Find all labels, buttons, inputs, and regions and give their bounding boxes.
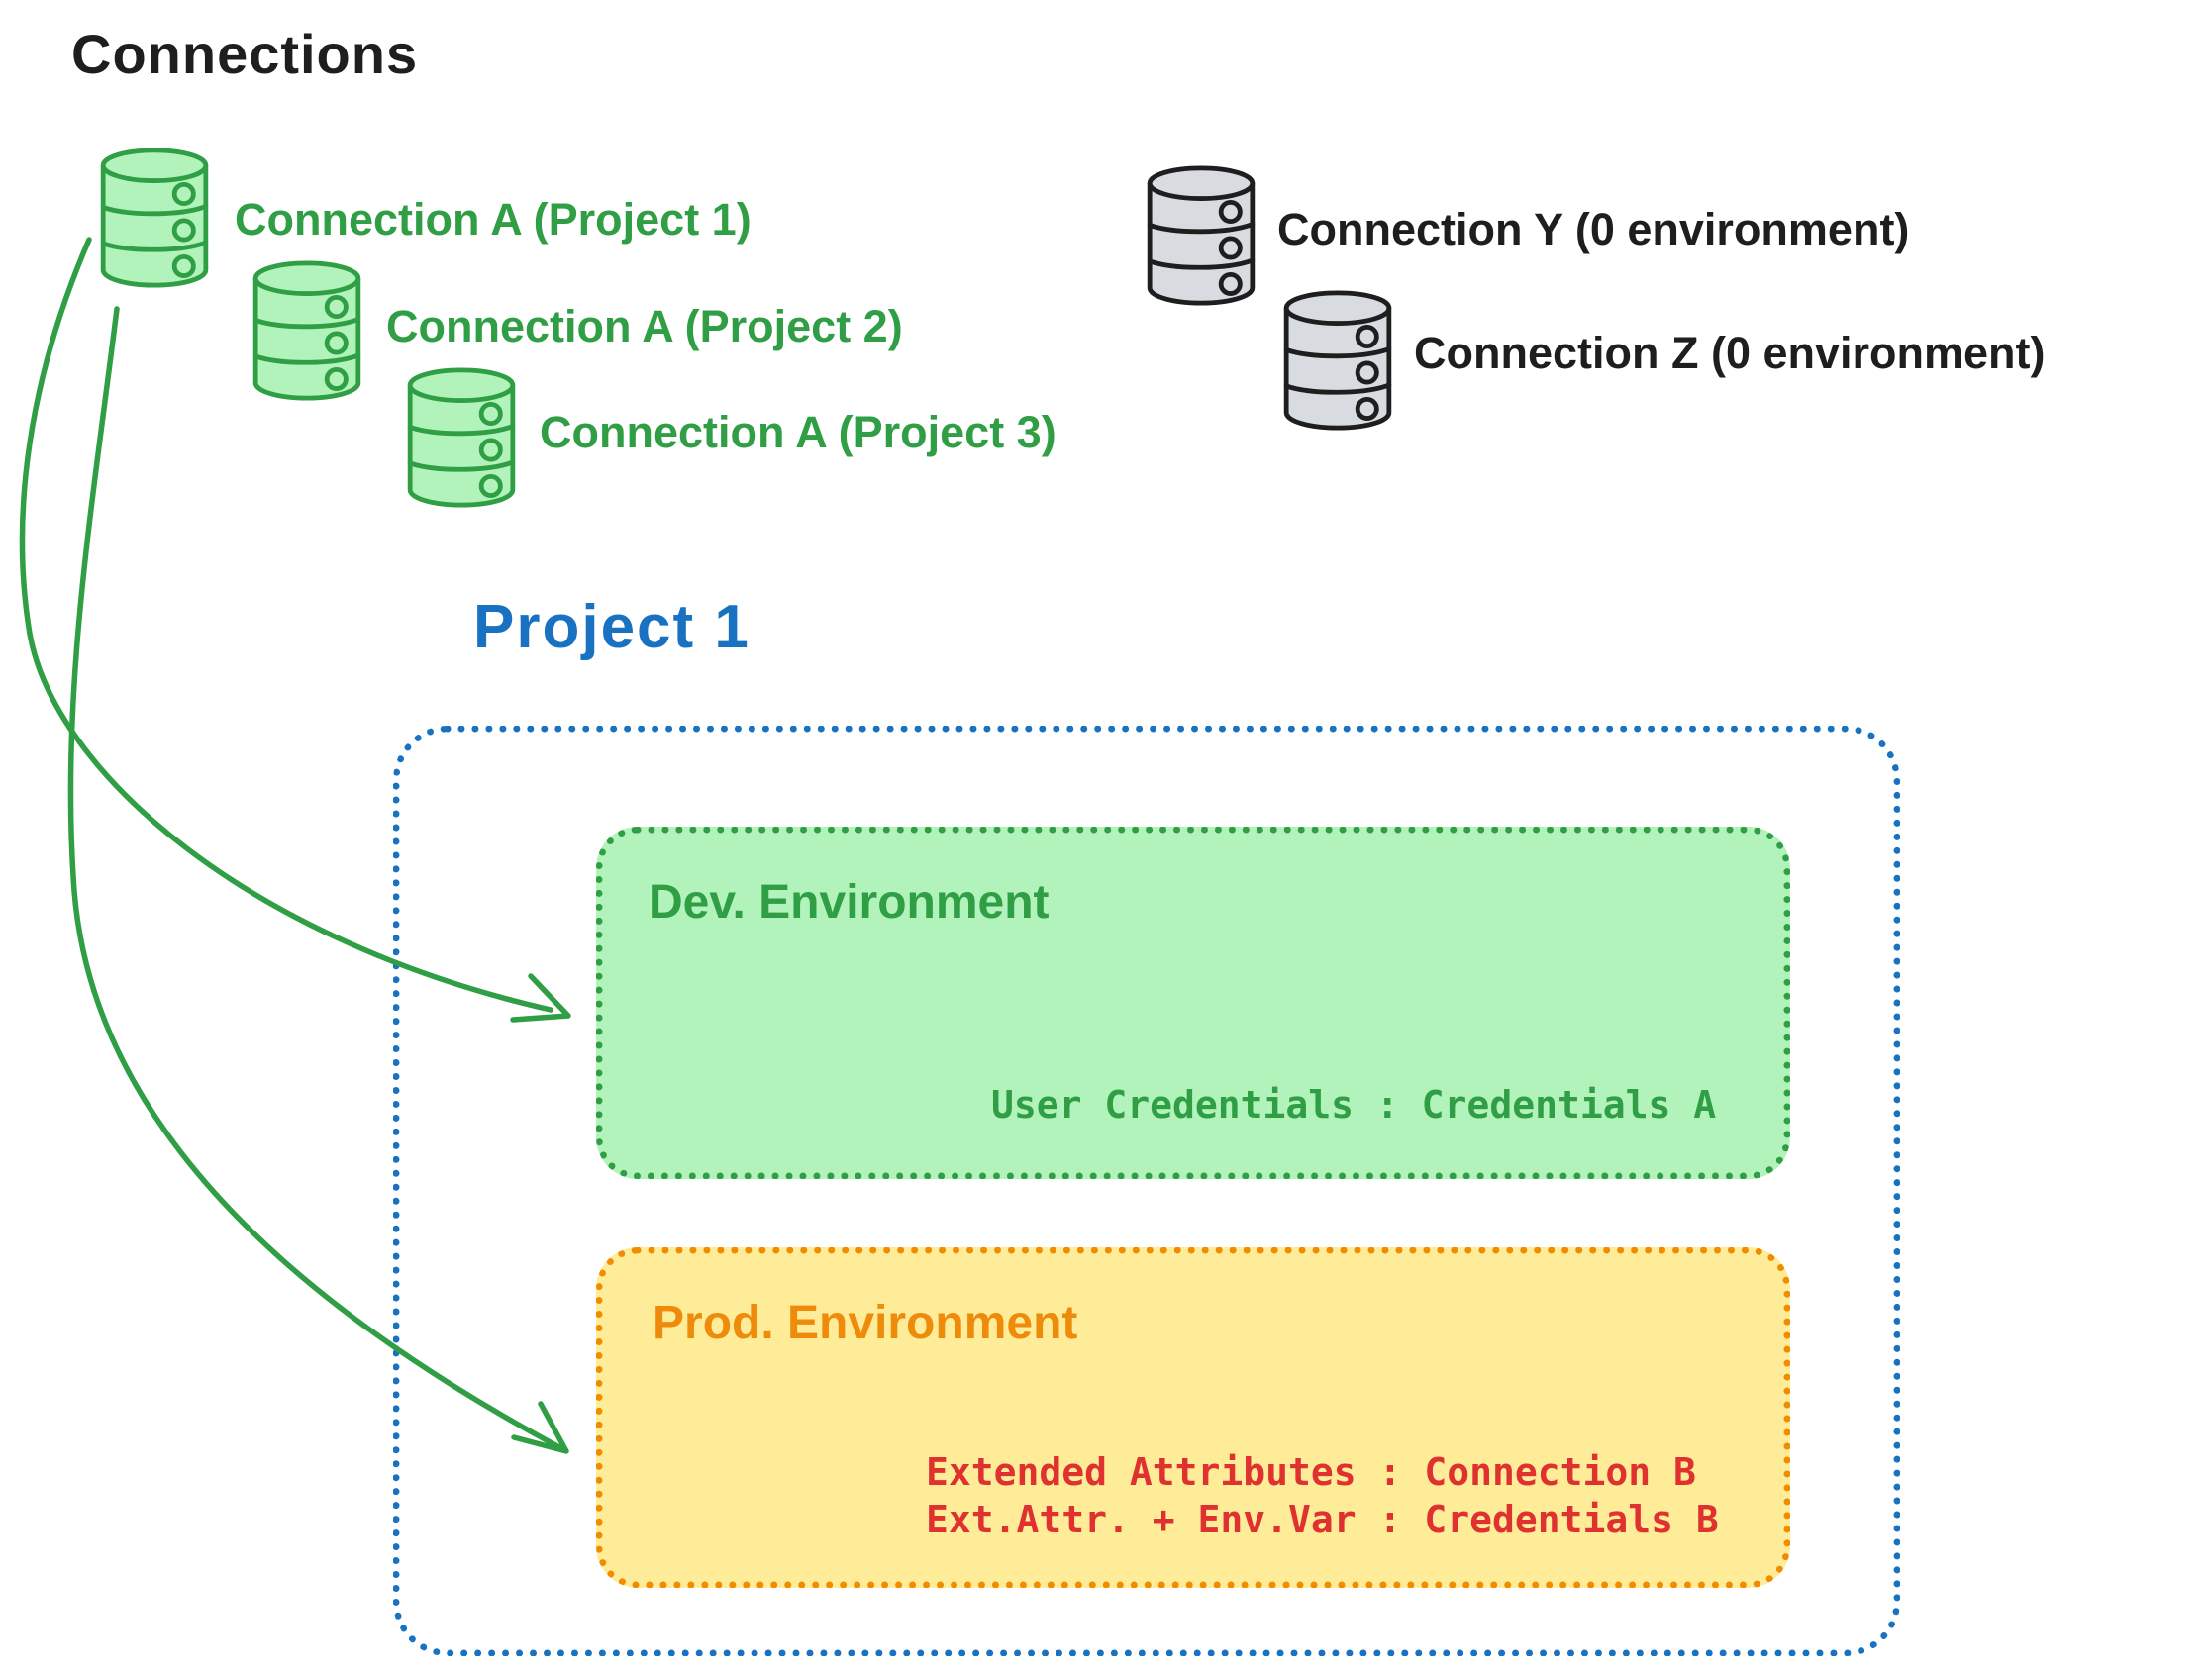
database-icon	[97, 147, 212, 289]
dev-credentials-text: User Credentials : Credentials A	[991, 1083, 1717, 1127]
project-title: Project 1	[473, 593, 751, 661]
prod-credentials-text: Extended Attributes : Connection B Ext.A…	[926, 1448, 1719, 1543]
prod-environment-title: Prod. Environment	[653, 1297, 1078, 1349]
connection-label: Connection A (Project 3)	[540, 407, 1056, 457]
database-icon	[404, 366, 519, 509]
connection-label: Connection Y (0 environment)	[1277, 204, 1910, 254]
connection-label: Connection A (Project 2)	[386, 301, 903, 351]
database-icon	[1280, 289, 1395, 432]
database-icon	[250, 259, 364, 402]
database-icon	[1144, 164, 1258, 307]
connection-label: Connection A (Project 1)	[235, 194, 752, 245]
dev-environment-box: Dev. Environment User Credentials : Cred…	[596, 827, 1790, 1179]
prod-environment-box: Prod. Environment Extended Attributes : …	[596, 1247, 1790, 1588]
connection-label: Connection Z (0 environment)	[1414, 328, 2046, 378]
project-box: Dev. Environment User Credentials : Cred…	[393, 726, 1900, 1656]
dev-environment-title: Dev. Environment	[649, 876, 1050, 929]
prod-credentials-line: Extended Attributes : Connection B	[926, 1450, 1696, 1494]
canvas-title: Connections	[71, 23, 419, 85]
prod-credentials-line: Ext.Attr. + Env.Var : Credentials B	[926, 1498, 1719, 1541]
